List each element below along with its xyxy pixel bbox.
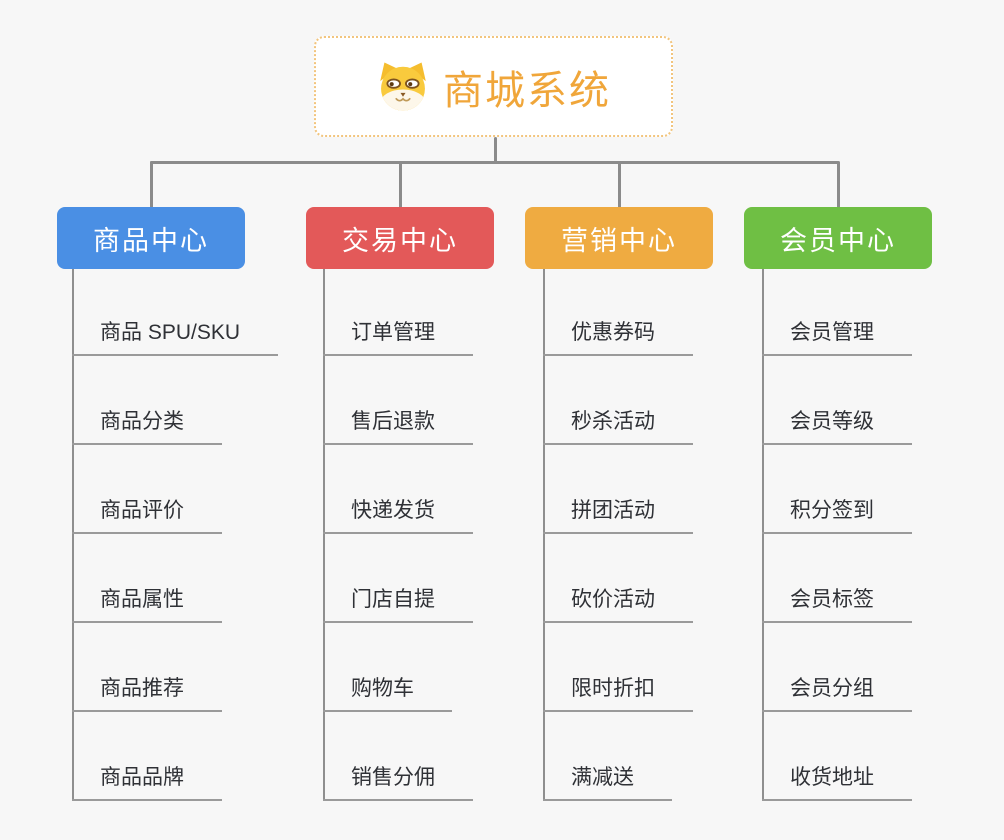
branch-topic-marketing-center[interactable]: 营销中心 xyxy=(525,207,713,269)
leaf-topic[interactable]: 会员管理 xyxy=(762,320,912,356)
leaf-topic[interactable]: 优惠券码 xyxy=(543,320,693,356)
connector-column-trade-center xyxy=(323,269,325,801)
connector-drop-marketing-center xyxy=(617,161,621,208)
connector-column-member-center xyxy=(762,269,764,801)
leaf-topic[interactable]: 拼团活动 xyxy=(543,498,693,534)
leaf-topic[interactable]: 商品 SPU/SKU xyxy=(72,320,279,356)
leaf-topic[interactable]: 商品推荐 xyxy=(72,676,222,712)
branch-topic-member-center[interactable]: 会员中心 xyxy=(744,207,932,269)
leaf-topic[interactable]: 快递发货 xyxy=(323,498,473,534)
connector-bus xyxy=(150,161,839,164)
branch-topic-trade-center[interactable]: 交易中心 xyxy=(306,207,494,269)
leaf-topic[interactable]: 购物车 xyxy=(323,676,452,712)
leaf-topic[interactable]: 砍价活动 xyxy=(543,587,693,623)
branch-topic-product-center[interactable]: 商品中心 xyxy=(57,207,245,269)
leaf-topic[interactable]: 会员分组 xyxy=(762,676,912,712)
leaf-topic[interactable]: 商品属性 xyxy=(72,587,222,623)
root-topic-title: 商城系统 xyxy=(443,68,611,113)
leaf-topic[interactable]: 商品品牌 xyxy=(72,765,222,801)
connector-drop-member-center xyxy=(836,161,840,208)
connector-drop-trade-center xyxy=(398,161,402,208)
leaf-topic[interactable]: 满减送 xyxy=(543,765,672,801)
leaf-topic[interactable]: 商品分类 xyxy=(72,409,222,445)
connector-column-product-center xyxy=(72,269,74,801)
leaf-topic[interactable]: 限时折扣 xyxy=(543,676,693,712)
leaf-topic[interactable]: 会员标签 xyxy=(762,587,912,623)
leaf-topic[interactable]: 售后退款 xyxy=(323,409,473,445)
leaf-topic[interactable]: 秒杀活动 xyxy=(543,409,693,445)
leaf-topic[interactable]: 销售分佣 xyxy=(323,765,473,801)
connector-drop-product-center xyxy=(149,161,153,208)
root-topic[interactable]: 商城系统 xyxy=(314,36,673,137)
branch-topic-label: 营销中心 xyxy=(561,225,677,256)
leaf-topic[interactable]: 订单管理 xyxy=(323,320,473,356)
branch-topic-label: 商品中心 xyxy=(93,225,209,256)
leaf-topic[interactable]: 积分签到 xyxy=(762,498,912,534)
connector-column-marketing-center xyxy=(543,269,545,801)
branch-topic-label: 会员中心 xyxy=(780,225,896,256)
leaf-topic[interactable]: 收货地址 xyxy=(762,765,912,801)
leaf-topic[interactable]: 商品评价 xyxy=(72,498,222,534)
branch-topic-label: 交易中心 xyxy=(342,225,458,256)
connector-root-stem xyxy=(494,137,497,164)
dog-face-icon xyxy=(376,61,430,113)
leaf-topic[interactable]: 会员等级 xyxy=(762,409,912,445)
leaf-topic[interactable]: 门店自提 xyxy=(323,587,473,623)
